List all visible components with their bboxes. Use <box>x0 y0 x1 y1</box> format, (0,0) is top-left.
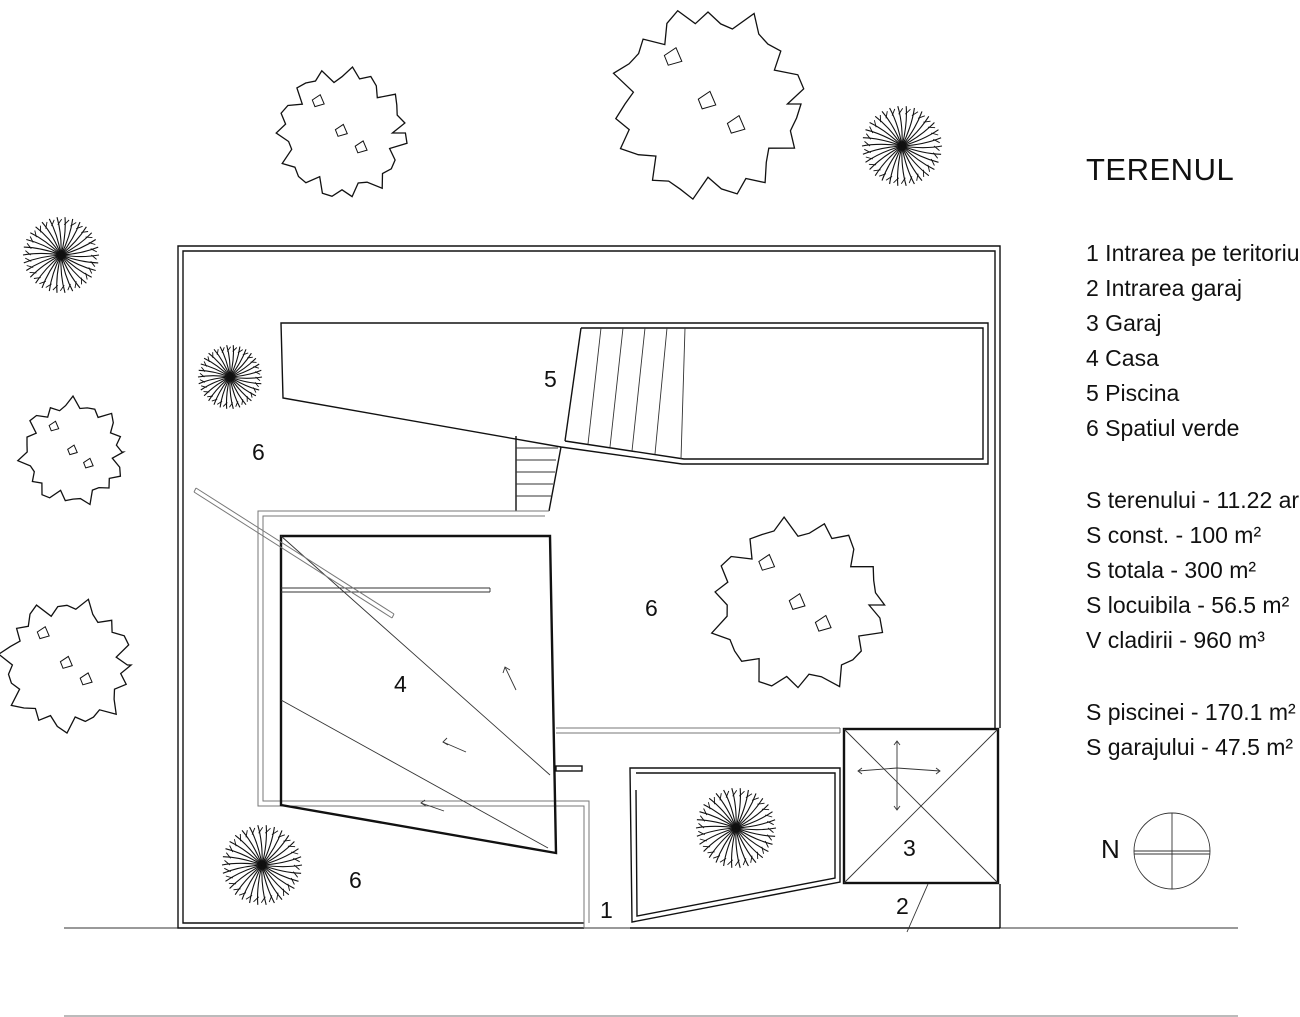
pool <box>280 322 989 512</box>
area-item: S garajului - 47.5 m² <box>1086 734 1294 760</box>
zone-label-entrance: 1 <box>600 897 613 923</box>
zone-label-green: 6 <box>349 867 362 893</box>
trees <box>0 9 943 905</box>
conifer-tree-icon <box>197 345 263 409</box>
house <box>193 487 558 855</box>
area-item: V cladirii - 960 m³ <box>1086 627 1265 653</box>
zone-label-house: 4 <box>394 671 407 697</box>
legend-item: 4 Casa <box>1086 345 1159 371</box>
legend-item: 2 Intrarea garaj <box>1086 275 1242 301</box>
area-item: S terenului - 11.22 ari <box>1086 487 1300 513</box>
deciduous-tree-icon <box>710 515 886 689</box>
north-label: N <box>1101 834 1120 864</box>
zone-label-green: 6 <box>252 439 265 465</box>
deciduous-tree-icon <box>612 9 805 201</box>
zone-label-green: 6 <box>645 595 658 621</box>
zone-label-garage: 3 <box>903 835 916 861</box>
area-item: S piscinei - 170.1 m² <box>1086 699 1296 725</box>
plot-boundary <box>177 245 1001 929</box>
area-item: S locuibila - 56.5 m² <box>1086 592 1290 618</box>
legend-item: 3 Garaj <box>1086 310 1162 336</box>
garage <box>842 727 1000 933</box>
conifer-tree-icon <box>221 825 303 905</box>
legend-item: 1 Intrarea pe teritoriu <box>1086 240 1300 266</box>
house-terrace <box>257 510 841 928</box>
conifer-tree-icon <box>861 106 943 186</box>
conifer-tree-icon <box>695 788 777 868</box>
area-item: S totala - 300 m² <box>1086 557 1257 583</box>
deciduous-tree-icon <box>275 65 408 198</box>
legend-item: 5 Piscina <box>1086 380 1180 406</box>
zone-label-pool: 5 <box>544 366 557 392</box>
legend-item: 6 Spatiul verde <box>1086 415 1240 441</box>
deciduous-tree-icon <box>0 598 133 734</box>
garden-bed <box>629 767 841 923</box>
deciduous-tree-icon <box>16 394 126 506</box>
zone-label-garage-entrance: 2 <box>896 893 909 919</box>
compass-icon <box>1133 812 1211 890</box>
area-item: S const. - 100 m² <box>1086 522 1262 548</box>
legend-title: TERENUL <box>1086 152 1235 187</box>
conifer-tree-icon <box>22 217 100 293</box>
